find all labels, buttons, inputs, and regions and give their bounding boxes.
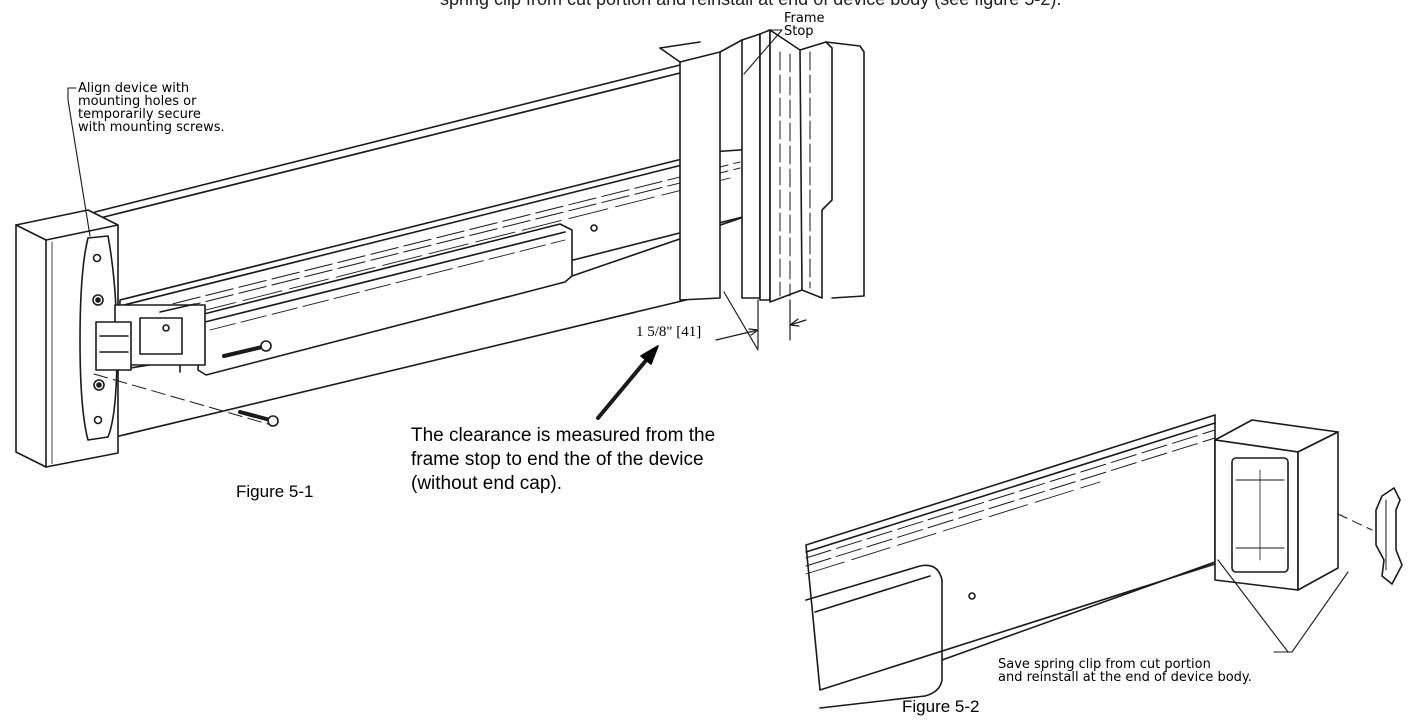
door-frame xyxy=(659,29,865,303)
mounting-screws xyxy=(93,340,279,427)
align-device-note: Align device with mounting holes or temp… xyxy=(78,81,225,135)
figure-5-2-caption: Figure 5-2 xyxy=(902,697,980,716)
frame-stop-label: Frame Stop xyxy=(784,11,825,39)
figure-5-1-caption: Figure 5-1 xyxy=(236,482,314,501)
clearance-dimension xyxy=(715,291,807,351)
clearance-arrow xyxy=(596,345,659,420)
spring-clip-leader xyxy=(1217,559,1349,653)
spring-clip-note: Save spring clip from cut portion and re… xyxy=(998,657,1252,685)
latch-mechanism xyxy=(95,303,206,371)
leader-lines xyxy=(67,29,783,237)
push-pad xyxy=(197,207,771,376)
spring-clip xyxy=(1375,487,1403,585)
dimension-label: 1 5/8" [41] xyxy=(636,324,702,340)
clearance-note: The clearance is measured from the frame… xyxy=(411,425,716,494)
door-panel xyxy=(94,61,693,438)
end-cap-box xyxy=(1214,419,1373,591)
header-partial-text: spring clip from cut portion and reinsta… xyxy=(440,0,1061,10)
